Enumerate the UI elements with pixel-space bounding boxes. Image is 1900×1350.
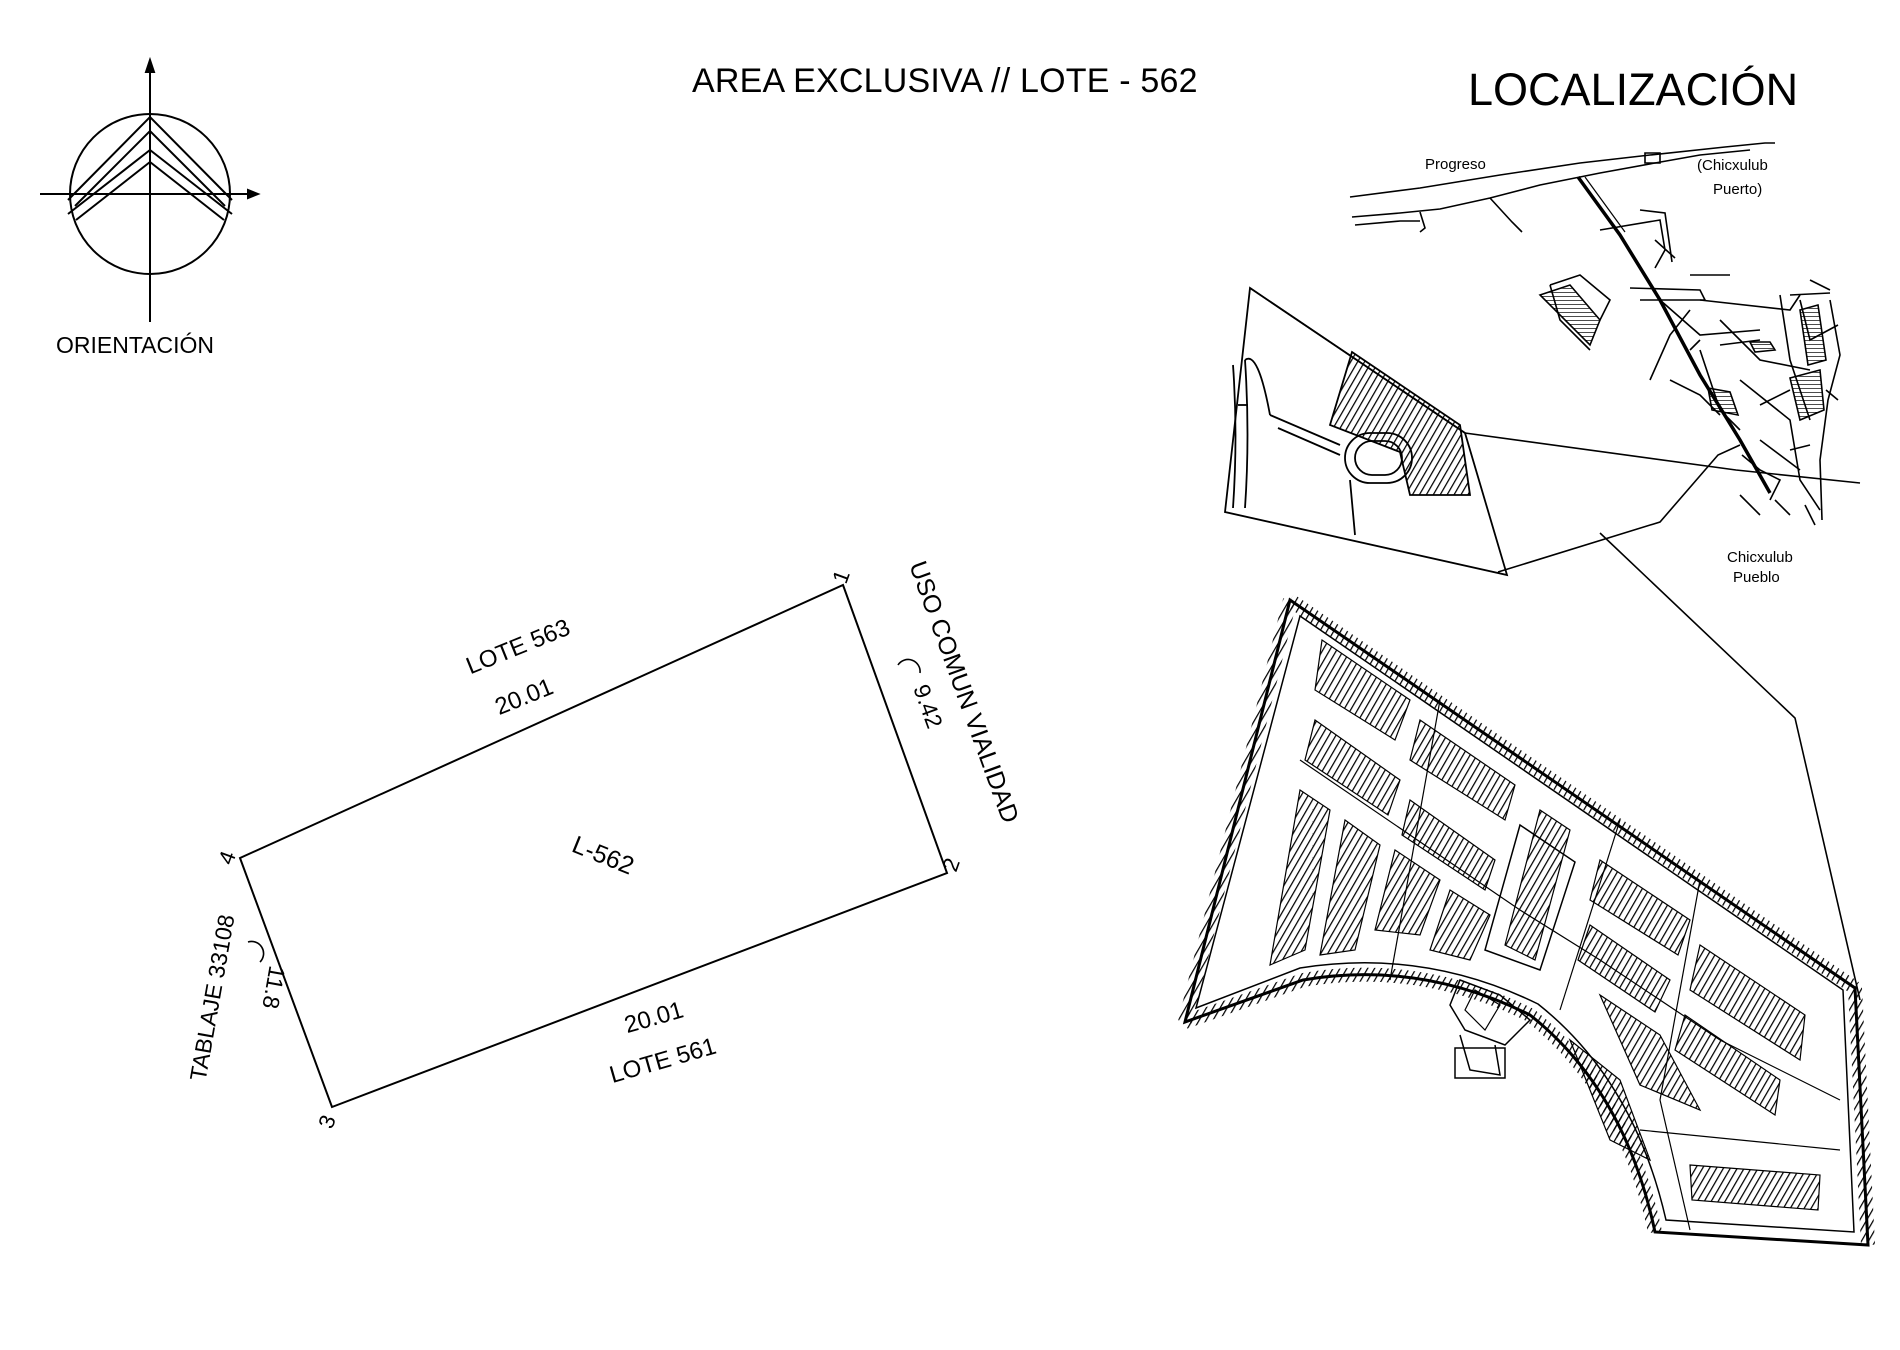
lot-id-label: L-562 — [568, 831, 638, 881]
place-chicxulub-puerto-2: Puerto) — [1713, 181, 1762, 198]
north-neighbor-label: LOTE 563 — [462, 614, 574, 680]
west-length-label: 11.8 — [257, 964, 290, 1011]
west-neighbor-label: TABLAJE 33108 — [185, 912, 240, 1082]
place-progreso: Progreso — [1425, 156, 1486, 173]
vertex-3-label: 3 — [313, 1112, 341, 1132]
place-chicxulub-pueblo-1: Chicxulub — [1727, 549, 1793, 566]
place-chicxulub-pueblo-2: Pueblo — [1733, 569, 1780, 586]
vicinity-inset — [1224, 286, 1509, 577]
vertex-1-label: 1 — [827, 567, 855, 587]
subdivision-plan — [1178, 594, 1875, 1247]
south-neighbor-label: LOTE 561 — [607, 1033, 720, 1089]
south-length-label: 20.01 — [621, 997, 686, 1040]
north-arrow-icon — [40, 56, 261, 322]
vertex-4-label: 4 — [213, 848, 241, 868]
east-length-label: 9.42 — [908, 681, 948, 732]
lot-polygon — [238, 583, 949, 1109]
east-arc-icon — [897, 658, 921, 674]
vertex-2-label: 2 — [937, 855, 965, 875]
orientation-label: ORIENTACIÓN — [56, 332, 214, 358]
west-arc-icon — [247, 940, 265, 963]
place-chicxulub-puerto-1: (Chicxulub — [1697, 157, 1768, 174]
location-title: LOCALIZACIÓN — [1468, 64, 1799, 115]
page-title: AREA EXCLUSIVA // LOTE - 562 — [692, 62, 1198, 100]
north-length-label: 20.01 — [491, 673, 557, 721]
